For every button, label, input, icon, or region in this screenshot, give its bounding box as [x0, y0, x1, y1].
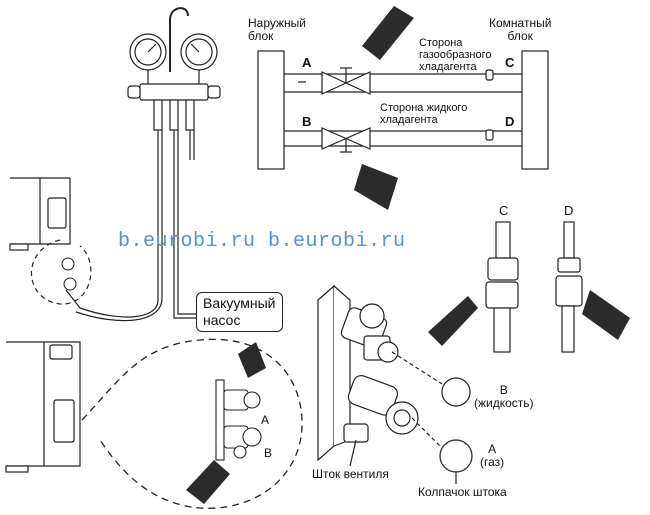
small-zoom-circle — [30, 239, 92, 305]
liquid-flare-nut — [485, 129, 494, 141]
pipe-detail-c — [485, 221, 519, 353]
liquid-side-line2: хладагента — [380, 114, 438, 126]
zoom-a-label: A — [261, 413, 270, 427]
piping-schematic — [257, 50, 549, 170]
liquid-cap — [441, 377, 471, 407]
gas-side-label: Сторона газообразного хладагента — [419, 37, 491, 73]
gas-side-line3: хладагента — [419, 61, 477, 73]
hoses — [65, 130, 196, 322]
vacuum-pump-line2: насос — [203, 312, 241, 328]
point-b-label: B — [302, 114, 312, 129]
liquid-cap-letter: B — [499, 383, 508, 397]
indoor-unit-box — [521, 50, 549, 170]
zoomed-valves — [215, 379, 262, 461]
gas-flare-nut — [485, 69, 494, 81]
watermark-text: b.eurobi.ru b.eurobi.ru — [118, 230, 406, 253]
manifold-body — [139, 83, 209, 101]
manifold-gauge — [127, 7, 221, 131]
gas-side-line2: газообразного — [419, 49, 492, 61]
outdoor-unit-label-line2: блок — [248, 29, 274, 43]
pipe-detail-d — [555, 221, 583, 353]
zoom-arrows — [186, 342, 266, 504]
point-c-label: C — [505, 55, 515, 70]
gas-cap-text: (газ) — [480, 455, 505, 469]
gauge-hook — [169, 7, 189, 72]
liquid-valve-arrow — [354, 164, 398, 210]
gas-cap-label: A (газ) — [480, 443, 504, 469]
liquid-side-label: Сторона жидкого хладагента — [380, 102, 467, 126]
outdoor-unit-bottom — [5, 341, 81, 473]
liquid-cap-label: B (жидкость) — [474, 384, 534, 410]
schematic-arrows — [354, 6, 414, 210]
valve-detail — [317, 284, 473, 484]
point-a-label: A — [302, 55, 312, 70]
pipe-d-label: D — [564, 203, 574, 218]
stem-cap-label: Колпачок штока — [418, 485, 507, 499]
indoor-unit-label-line1: Комнатный — [489, 16, 552, 30]
large-zoom-circle — [81, 338, 303, 509]
zoom-b-label: B — [264, 446, 273, 460]
outdoor-unit-label: Наружный блок — [248, 17, 306, 43]
outdoor-unit-top — [9, 177, 71, 251]
vacuum-pump-line1: Вакуумный — [203, 295, 276, 311]
pipe-c-label: C — [499, 203, 509, 218]
pipe-detail-arrows — [428, 290, 630, 346]
point-d-label: D — [505, 114, 515, 129]
indoor-unit-label-line2: блок — [507, 29, 533, 43]
vacuum-pump-box: Вакуумный насос — [196, 292, 283, 332]
outdoor-unit-label-line1: Наружный — [248, 16, 306, 30]
indoor-unit-label: Комнатный блок — [489, 17, 551, 43]
gas-valve-arrow — [362, 6, 414, 60]
outdoor-unit-box — [257, 50, 285, 170]
hose-to-pump — [173, 130, 196, 319]
hose-to-unit — [65, 130, 159, 318]
liquid-cap-text: (жидкость) — [474, 396, 534, 410]
gas-cap — [439, 439, 473, 473]
gas-cap-letter: A — [488, 442, 497, 456]
gas-side-line1: Сторона — [419, 37, 463, 49]
liquid-side-line1: Сторона жидкого — [380, 102, 468, 114]
valve-stem-label: Шток вентиля — [312, 467, 389, 481]
